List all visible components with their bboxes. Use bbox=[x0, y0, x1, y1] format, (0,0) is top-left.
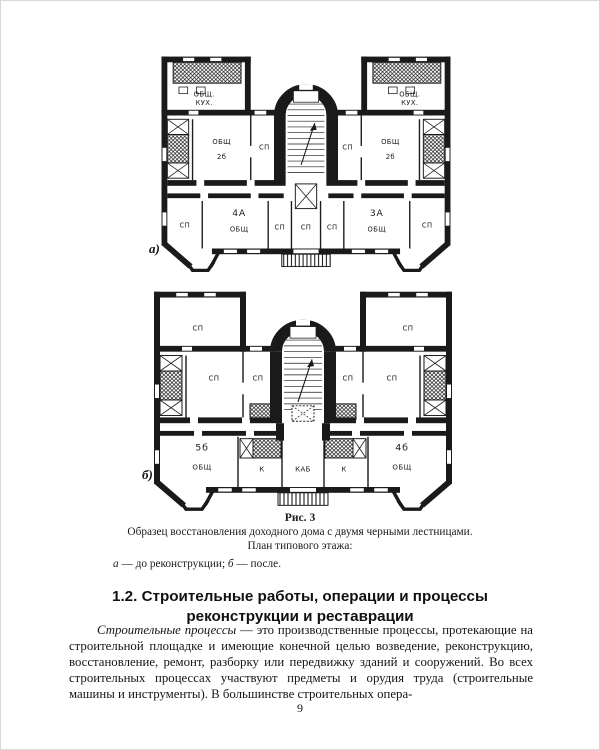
room-label: ОБЩ bbox=[212, 138, 231, 146]
room-label: ОБЩ bbox=[392, 464, 411, 472]
room-label: СП bbox=[209, 375, 220, 383]
room-label: 4б bbox=[395, 442, 408, 453]
plan-b-marker: б) bbox=[142, 467, 153, 482]
window-frames bbox=[182, 57, 428, 254]
partitions bbox=[191, 115, 421, 249]
room-label: 2б bbox=[217, 153, 226, 161]
plan-a-marker: а) bbox=[149, 241, 160, 256]
room-label: СП bbox=[179, 222, 190, 230]
figure-number: Рис. 3 bbox=[284, 511, 316, 524]
room-label: ОБЩ. bbox=[399, 91, 420, 99]
corner-bays bbox=[162, 241, 450, 273]
entrance-steps bbox=[281, 253, 331, 268]
room-label: 2б bbox=[386, 153, 395, 161]
room-label: 5б bbox=[195, 442, 208, 453]
figure-legend: а — до реконструкции; б — после. bbox=[113, 558, 281, 570]
room-label: СП bbox=[343, 375, 354, 383]
room-label: СП bbox=[253, 375, 264, 383]
entrance-steps bbox=[277, 492, 329, 506]
corner-bays bbox=[155, 479, 451, 511]
room-label: СП bbox=[193, 325, 204, 333]
room-label: СП bbox=[422, 222, 433, 230]
side-shafts bbox=[166, 118, 446, 179]
window-gaps bbox=[155, 292, 451, 492]
floor-plan-before: ОБЩ. КУХ. ОБЩ. КУХ. ОБЩ 2б СП СП ОБЩ 2б … bbox=[161, 56, 451, 273]
room-label: ОБЩ bbox=[230, 225, 249, 233]
section-heading-text: 1.2. Строительные работы, операции и про… bbox=[112, 588, 488, 625]
room-label: КАБ bbox=[295, 466, 311, 474]
paragraph-body-text: — это производственные процессы, протека… bbox=[69, 623, 533, 701]
room-label: ОБЩ bbox=[381, 138, 400, 146]
paragraph-lead-italic: Строительные процессы bbox=[97, 623, 237, 637]
window-gaps bbox=[162, 57, 450, 254]
caption-line-2: План типового этажа: bbox=[247, 540, 353, 552]
window-frames bbox=[175, 292, 429, 493]
legend-text-b: — после. bbox=[233, 558, 282, 570]
room-label: ОБЩ. bbox=[194, 91, 215, 99]
central-shaft bbox=[294, 183, 318, 210]
caption-line-1: Образец восстановления доходного дома с … bbox=[127, 526, 473, 538]
room-label: ОБЩ bbox=[368, 225, 387, 233]
side-shafts bbox=[159, 355, 447, 416]
partitions bbox=[185, 351, 421, 487]
sanitary-units bbox=[239, 403, 367, 459]
main-stair-treads bbox=[284, 326, 322, 411]
room-label: К bbox=[341, 466, 346, 474]
section-heading: 1.2. Строительные работы, операции и про… bbox=[1, 587, 599, 627]
main-stair-arch bbox=[270, 319, 336, 353]
room-label: СП bbox=[301, 224, 312, 232]
figure-caption: Рис. 3 Образец восстановления доходного … bbox=[1, 511, 599, 553]
back-stairs bbox=[172, 61, 442, 95]
room-label: К bbox=[259, 466, 264, 474]
legend-marker-a: а bbox=[113, 558, 119, 570]
main-stair-treads bbox=[287, 90, 325, 173]
floor-plan-after: СП СП СП СП СП СП 5б ОБЩ К КАБ К 4б ОБЩ bbox=[154, 291, 452, 511]
room-label: СП bbox=[342, 144, 353, 152]
room-label: СП bbox=[259, 144, 270, 152]
page-number: 9 bbox=[297, 701, 303, 715]
room-label: СП bbox=[387, 375, 398, 383]
room-label: СП bbox=[403, 325, 414, 333]
room-label: КУХ. bbox=[196, 99, 213, 107]
legend-marker-b: б bbox=[227, 558, 234, 570]
room-label: КУХ. bbox=[401, 99, 418, 107]
legend-text-a: — до реконструкции; bbox=[118, 558, 228, 570]
room-labels: СП СП СП СП СП СП 5б ОБЩ К КАБ К 4б ОБЩ bbox=[192, 325, 413, 474]
room-labels: ОБЩ. КУХ. ОБЩ. КУХ. ОБЩ 2б СП СП ОБЩ 2б … bbox=[179, 91, 432, 234]
body-paragraph: Строительные процессы — это производстве… bbox=[69, 622, 533, 702]
room-label: 4А bbox=[232, 209, 246, 219]
room-label: ОБЩ bbox=[192, 464, 211, 472]
room-label: СП bbox=[327, 224, 338, 232]
room-label: СП bbox=[275, 224, 286, 232]
room-label: 3А bbox=[370, 209, 384, 219]
